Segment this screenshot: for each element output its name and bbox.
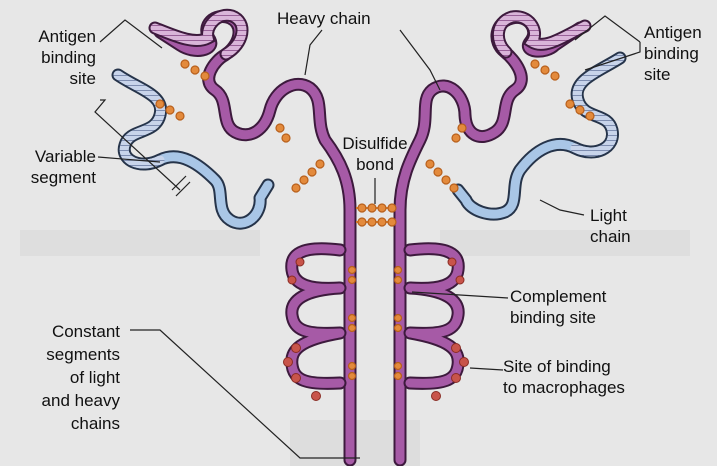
label-constant-segments: Constant segments of light and heavy cha… [20,320,120,435]
label-disulfide-bond: Disulfide bond [330,133,420,175]
label-light-chain: Light chain [590,205,631,247]
label-antigen-binding-site-right: Antigen binding site [644,22,702,85]
label-antigen-binding-site-left: Antigen binding site [12,26,96,89]
label-variable-segment: Variable segment [8,146,96,188]
label-heavy-chain: Heavy chain [277,8,371,29]
label-macrophage-binding-site: Site of binding to macrophages [503,356,625,398]
label-complement-binding-site: Complement binding site [510,286,606,328]
